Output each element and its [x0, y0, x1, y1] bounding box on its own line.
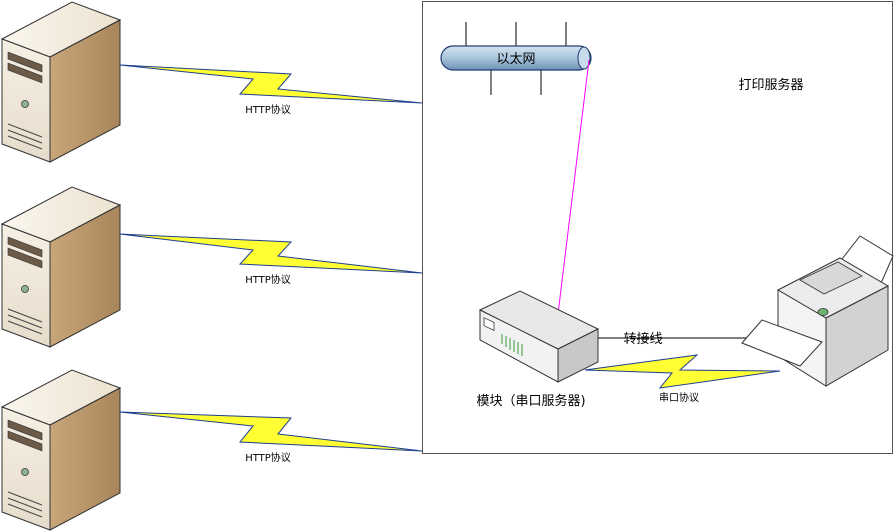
ethernet-to-module-link [552, 59, 590, 356]
http-link-2 [119, 233, 423, 274]
serial-server-module [478, 290, 600, 383]
print-server-boundary [422, 1, 893, 454]
printer [741, 235, 894, 387]
adapter-cable-label: 转接线 [623, 331, 662, 347]
http-link-1 [119, 64, 423, 104]
server-3 [1, 369, 121, 531]
http-link-3-label: HTTP协议 [245, 451, 291, 464]
http-link-1-label: HTTP协议 [245, 103, 291, 116]
serial-link-label: 串口协议 [659, 391, 699, 404]
module-label: 模块（串口服务器) [476, 393, 585, 409]
server-1 [1, 1, 121, 163]
serial-link [584, 354, 781, 389]
http-link-2-label: HTTP协议 [245, 273, 291, 286]
ethernet-bus [440, 22, 592, 95]
ethernet-label: 以太网 [496, 52, 535, 67]
server-2 [1, 186, 121, 348]
http-link-3 [119, 411, 423, 452]
print-server-label: 打印服务器 [738, 77, 803, 93]
